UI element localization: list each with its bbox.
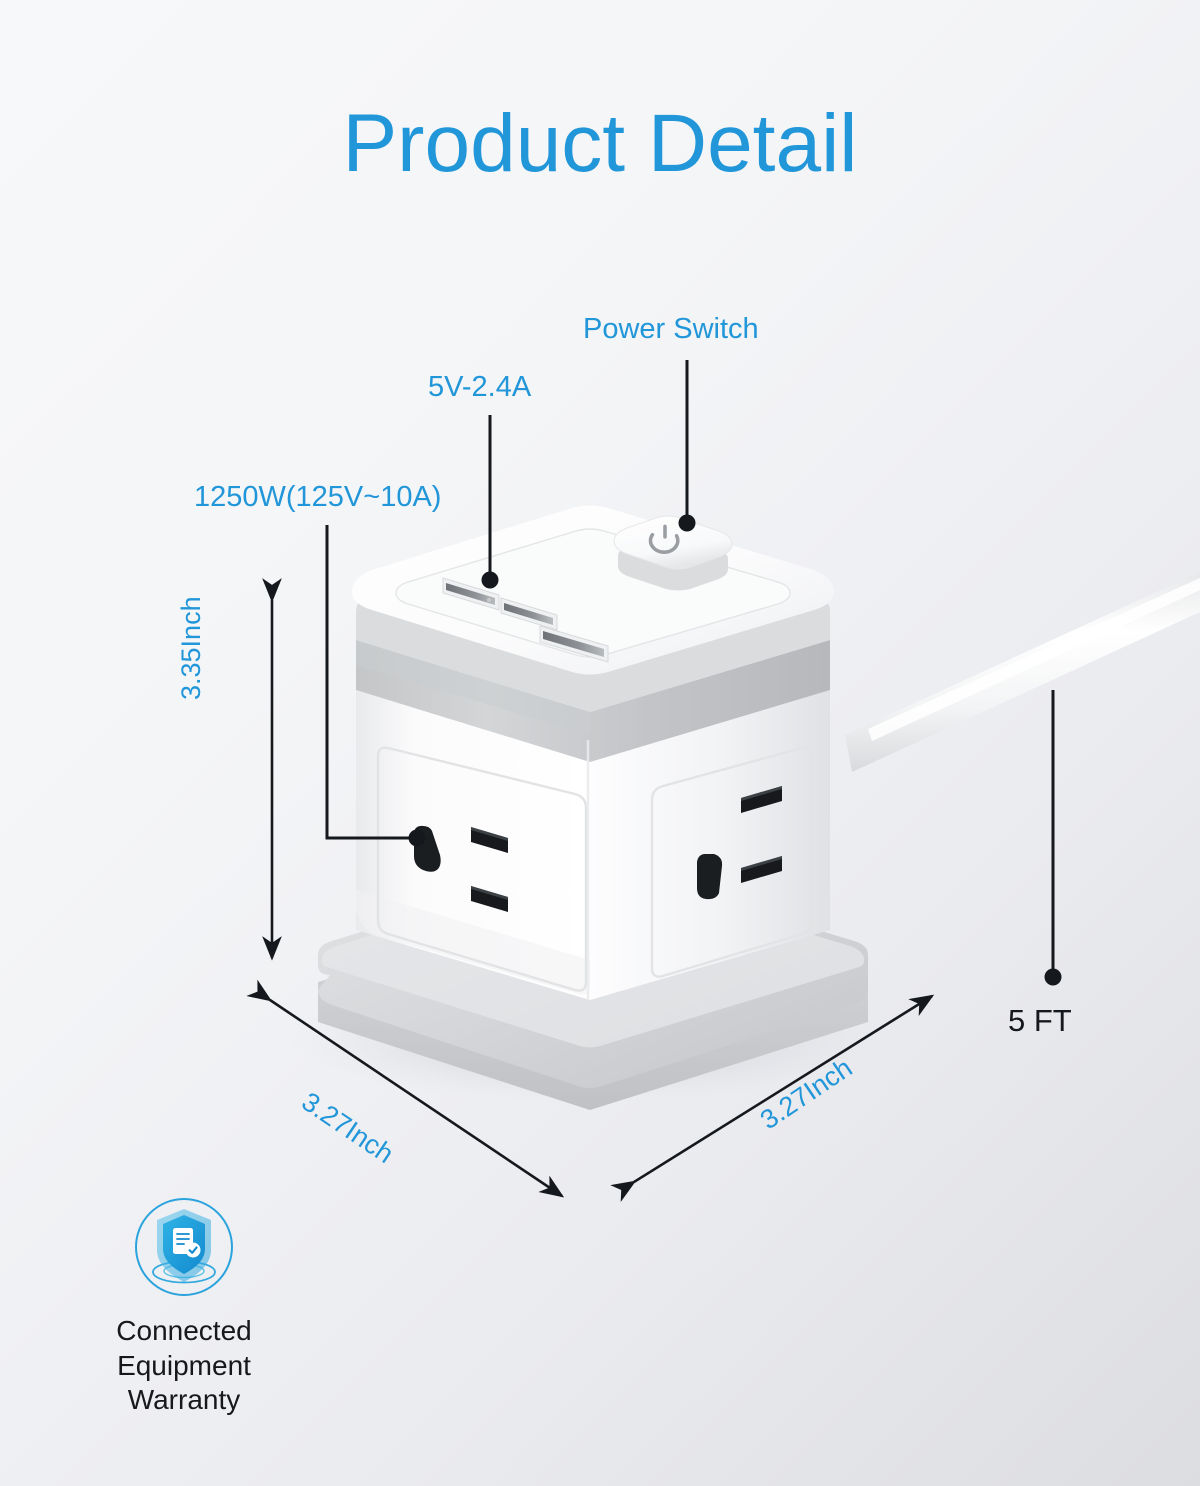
annotation-power-switch: Power Switch [583,313,759,345]
shield-certificate-icon [135,1198,233,1296]
power-button-graphic [613,515,733,591]
annotation-cord-length: 5 FT [1008,1003,1072,1038]
badge-line-1: Connected [116,1315,252,1346]
badge-line-2: Equipment [117,1349,251,1381]
badge-line-3: Warranty [127,1384,241,1416]
annotation-usb-output: 5V-2.4A [428,371,532,403]
usb-ports [442,577,609,663]
outlet-left [376,746,588,992]
page-title: Product Detail [342,98,858,189]
connected-equipment-warranty-badge: Connected Equipment Warranty [74,1192,294,1418]
outlet-right [650,746,814,978]
dimension-height: 3.35Inch [176,596,206,700]
annotation-ac-rating: 1250W(125V~10A) [194,481,442,513]
badge-text: Connected Equipment Warranty [74,1314,294,1418]
